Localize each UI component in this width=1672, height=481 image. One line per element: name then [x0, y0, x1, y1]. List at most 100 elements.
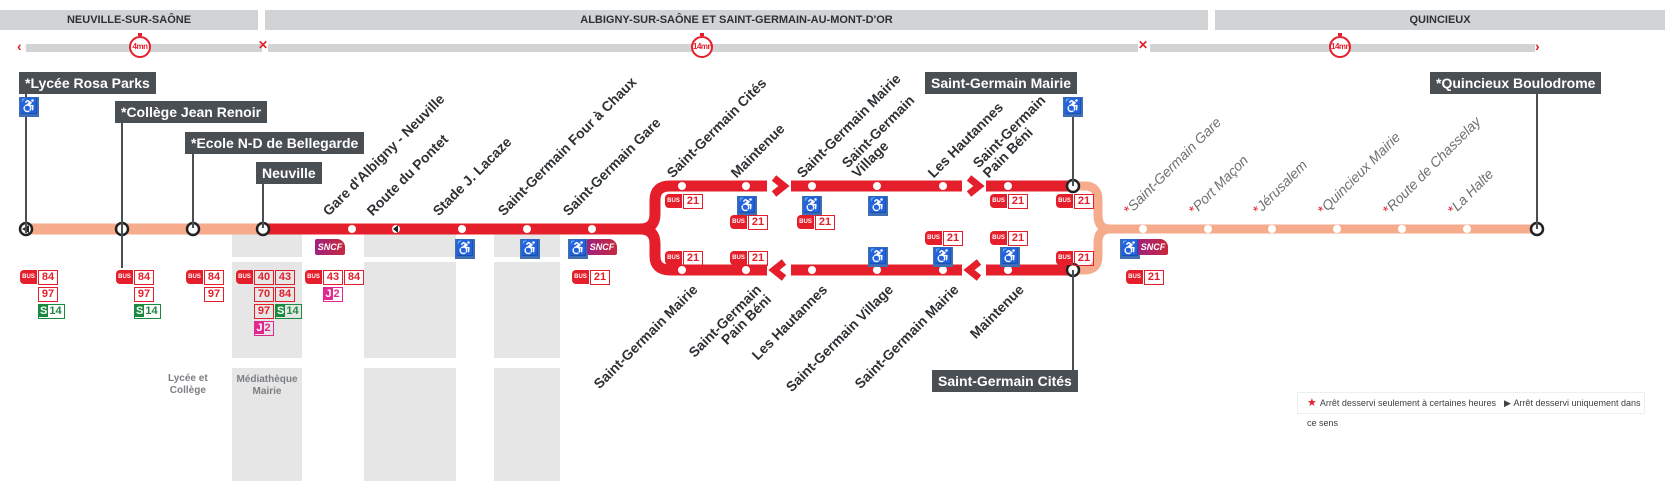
bus-line-badge[interactable]: 21: [748, 251, 768, 266]
stop[interactable]: [1463, 225, 1471, 233]
wheelchair-accessible-icon: ♿: [520, 239, 540, 259]
bus-line-badge[interactable]: 43: [275, 270, 295, 285]
stop[interactable]: [1333, 225, 1341, 233]
stop[interactable]: [1398, 225, 1406, 233]
stop[interactable]: [808, 266, 816, 274]
stop[interactable]: [1139, 225, 1147, 233]
terminus-label[interactable]: *Collège Jean Renoir: [115, 101, 268, 123]
stop[interactable]: [348, 225, 356, 233]
stop[interactable]: [678, 266, 686, 274]
connector-stem: [262, 183, 264, 228]
stop[interactable]: [742, 182, 750, 190]
stop[interactable]: [1004, 182, 1012, 190]
stop[interactable]: [808, 182, 816, 190]
bus-line-badge[interactable]: S14: [275, 304, 302, 319]
bus-icon: BUS: [730, 251, 747, 265]
bus-line-badge[interactable]: 21: [943, 231, 963, 246]
bus-line-badge[interactable]: 21: [748, 215, 768, 230]
connector-stem: [1072, 117, 1074, 186]
stop[interactable]: [1004, 266, 1012, 274]
connection-row: S14: [116, 304, 162, 320]
stop[interactable]: [939, 182, 947, 190]
connection-row: 97: [116, 287, 162, 303]
connector-stem: [121, 123, 123, 268]
sncf-logo: SNCF: [587, 239, 617, 255]
terminus-label[interactable]: Neuville: [256, 162, 322, 184]
stop[interactable]: [523, 225, 531, 233]
bus-line-badge[interactable]: 21: [590, 270, 610, 285]
bus-icon: BUS: [665, 194, 682, 208]
bus-icon: BUS: [925, 231, 942, 245]
wheelchair-accessible-icon: ♿: [1000, 247, 1020, 267]
bus-line-badge[interactable]: 21: [815, 215, 835, 230]
bus-line-badge[interactable]: 97: [254, 304, 274, 319]
connector-stem: [192, 153, 194, 228]
timeline-start-icon: ‹: [17, 38, 22, 54]
stop[interactable]: [939, 266, 947, 274]
terminus-label[interactable]: Saint-Germain Cités: [932, 370, 1078, 392]
bus-line-badge[interactable]: 43: [323, 270, 343, 285]
connection-row: S14: [20, 304, 66, 320]
stop[interactable]: [1204, 225, 1212, 233]
terminus-label[interactable]: *Lycée Rosa Parks: [19, 72, 156, 94]
bus-line-badge[interactable]: 97: [38, 287, 58, 302]
bus-line-badge[interactable]: 21: [683, 251, 703, 266]
bus-icon: BUS: [236, 270, 253, 284]
stop[interactable]: [458, 225, 466, 233]
connection-row: 97: [186, 287, 225, 303]
stop[interactable]: [678, 182, 686, 190]
bus-line-badge[interactable]: 40: [254, 270, 274, 285]
spacer: [236, 304, 254, 320]
terminus-label[interactable]: *Quincieux Boulodrome: [1430, 72, 1602, 94]
terminus-label[interactable]: Saint-Germain Mairie: [925, 72, 1078, 94]
landmark-label: Lycée et Collège: [168, 373, 208, 396]
stop[interactable]: [1268, 225, 1276, 233]
bus-line-badge[interactable]: J2: [323, 287, 343, 302]
stop[interactable]: [873, 266, 881, 274]
bus-line-badge[interactable]: 70: [254, 287, 274, 302]
terminus-label[interactable]: *Ecole N-D de Bellegarde: [185, 132, 365, 154]
background-column: [232, 368, 302, 481]
bus-line-badge[interactable]: 21: [683, 194, 703, 209]
direction-arrow-left-icon: [963, 259, 982, 281]
stop[interactable]: [873, 182, 881, 190]
bus-line-badge[interactable]: 97: [134, 287, 154, 302]
bus-line-badge[interactable]: 84: [344, 270, 364, 285]
bus-line-badge[interactable]: 21: [1074, 194, 1094, 209]
bus-line-badge[interactable]: J2: [254, 321, 274, 336]
bus-line-badge[interactable]: 21: [1144, 270, 1164, 285]
timeline-separator-icon: ✕: [1138, 38, 1149, 52]
stop[interactable]: [588, 225, 596, 233]
bus-line-badge[interactable]: 84: [38, 270, 58, 285]
stop[interactable]: [742, 266, 750, 274]
wheelchair-accessible-icon: ♿: [737, 196, 757, 216]
bus-line-badge[interactable]: 21: [1008, 231, 1028, 246]
bus-line-badge[interactable]: 84: [275, 287, 295, 302]
bus-icon: BUS: [116, 270, 133, 284]
background-column: [364, 262, 456, 358]
lower-branch-line: [639, 223, 1075, 276]
timer-icon: 14mn: [1329, 33, 1351, 58]
wheelchair-accessible-icon: ♿: [802, 196, 822, 216]
bus-line-badge[interactable]: 21: [1008, 194, 1028, 209]
wheelchair-accessible-icon: ♿: [19, 97, 39, 117]
bus-line-badge[interactable]: 84: [204, 270, 224, 285]
bus-line-badge[interactable]: 97: [204, 287, 224, 302]
bus-line-badge[interactable]: 84: [134, 270, 154, 285]
bus-line-badge[interactable]: S14: [134, 304, 161, 319]
bus-icon: BUS: [1126, 270, 1143, 284]
bus-line-badge[interactable]: S14: [38, 304, 65, 319]
sncf-logo: SNCF: [315, 239, 345, 255]
bus-line-badge[interactable]: 21: [1074, 251, 1094, 266]
